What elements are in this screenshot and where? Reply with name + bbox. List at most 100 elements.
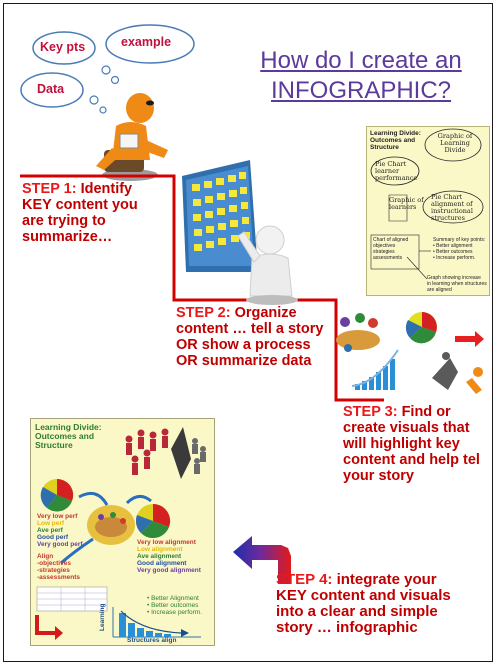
perf-level: Ave perf xyxy=(37,527,63,534)
bubble-example-label: example xyxy=(121,35,172,49)
sketch-note-line: Chart of aligned xyxy=(373,237,409,243)
step-4-label: STEP 4: xyxy=(276,571,333,588)
thumbnail-bullet: • Better outcomes xyxy=(147,602,199,609)
thought-bubbles xyxy=(20,24,195,114)
step-1-line: KEY content you xyxy=(22,197,138,213)
step-1-line: are trying to xyxy=(22,213,106,229)
thumbnail-bullet: • Increase perform. xyxy=(147,609,203,616)
step-1-line: summarize… xyxy=(22,229,113,245)
sketch-chart-box: Chart of aligned objectives strategies a… xyxy=(373,237,408,261)
thumbnail-heading: Learning Divide: Outcomes and Structure xyxy=(35,423,102,450)
step-4-text: STEP 4: integrate your KEY content and v… xyxy=(276,572,451,636)
thumbnail-graphics xyxy=(35,427,206,640)
sketch-pie-left: Pie Chart learner performance xyxy=(375,161,417,182)
page-title: How do I create an INFOGRAPHIC? xyxy=(236,46,486,106)
sketch-summary: Summary of key points: • Better alignmen… xyxy=(433,237,485,261)
sketch-note-line: Graphic of xyxy=(437,132,473,140)
step-4-line: story … infographic xyxy=(276,619,418,636)
title-line-2: INFOGRAPHIC? xyxy=(270,77,452,104)
step-4-line: into a clear and simple xyxy=(276,603,438,620)
thumbnail-heading-line: Outcomes and xyxy=(35,431,95,441)
sketch-note-line: • Better outcomes xyxy=(433,249,473,255)
sketch-note-line: assessments xyxy=(373,255,403,261)
step-2-line: content … tell a story xyxy=(176,321,324,337)
sketch-note-line: Graphic of xyxy=(389,196,424,204)
sketch-note-line: Graph showing increase xyxy=(427,275,481,281)
sketch-note-line: in learning when structures xyxy=(427,281,487,287)
infographic-frame xyxy=(3,3,493,662)
sketch-note-line: performance xyxy=(375,174,418,182)
bubble-key-pts xyxy=(32,31,96,65)
bubble-dot xyxy=(101,65,111,75)
thinking-figure-illustration xyxy=(96,93,168,181)
step-3-line: create visuals that xyxy=(343,420,470,436)
step-2-label: STEP 2: xyxy=(176,305,231,321)
thumbnail-axis-y: Learning xyxy=(99,603,106,631)
perf-level: Low perf xyxy=(37,520,65,527)
step-2-text: STEP 2: Organize content … tell a story … xyxy=(176,305,323,369)
align-list-line: -objectives xyxy=(37,560,71,567)
step-3-text: STEP 3: Find or create visuals that will… xyxy=(343,404,480,484)
sketch-note-line: • Better alignment xyxy=(433,243,473,249)
sketch-heading-line: Learning Divide: xyxy=(370,130,421,137)
sketch-note-line: structures xyxy=(431,214,465,222)
sketch-note-line: learner xyxy=(375,167,400,175)
sketch-note-line: alignment of xyxy=(431,200,473,208)
sketch-note-line: learners xyxy=(389,203,417,211)
sketch-heading: Learning Divide: Outcomes and Structure xyxy=(370,130,421,151)
thumbnail-heading-line: Structure xyxy=(35,440,73,450)
sketch-learners: Graphic of learners xyxy=(389,197,424,211)
bubble-dot xyxy=(110,75,120,85)
step-2-line: Organize xyxy=(234,305,297,321)
step-3-line: Find or xyxy=(401,404,451,420)
sketch-learning-divide: Graphic of Learning Divide xyxy=(435,133,475,154)
bubble-example xyxy=(105,24,195,64)
align-list: Align -objectives -strategies -assessmen… xyxy=(37,553,80,581)
step-1-line: Identify xyxy=(80,181,133,197)
align-level: Low alignment xyxy=(137,546,183,553)
thumbnail-axis-x: Structures align xyxy=(127,637,177,644)
align-level: Very low alignment xyxy=(137,539,196,546)
step-3-line: will highlight key xyxy=(343,436,460,452)
perf-level: Very good perf xyxy=(37,541,83,548)
sketch-pie-right: Pie Chart alignment of instructional str… xyxy=(431,194,473,222)
perf-level: Very low perf xyxy=(37,513,78,520)
step-4-line: KEY content and visuals xyxy=(276,587,451,604)
title-line-1: How do I create an xyxy=(260,47,462,74)
sketch-note-line: are aligned xyxy=(427,287,452,293)
step-1-text: STEP 1: Identify KEY content you are try… xyxy=(22,181,138,245)
thumbnail-bullets: • Better Alignment • Better outcomes • I… xyxy=(147,595,202,616)
align-level: Good alignment xyxy=(137,560,187,567)
u-turn-arrow-illustration xyxy=(233,536,291,584)
sketch-note-line: Summary of key points: xyxy=(433,237,486,243)
step-4-line: integrate your xyxy=(336,571,437,588)
thumbnail-heading-line: Learning Divide: xyxy=(35,422,102,432)
step-3-label: STEP 3: xyxy=(343,404,398,420)
bubble-data xyxy=(20,72,84,108)
step-3-line: your story xyxy=(343,468,414,484)
sketch-thumbnail: Learning Divide: Outcomes and Structure … xyxy=(366,126,490,296)
alignment-levels: Very low alignment Low alignment Ave ali… xyxy=(137,539,201,574)
step-2-line: OR summarize data xyxy=(176,353,312,369)
sketch-note-line: • Increase perform. xyxy=(433,255,476,261)
align-level: Ave alignment xyxy=(137,553,182,560)
sketch-note-line: instructional xyxy=(431,207,473,215)
visuals-illustration xyxy=(336,312,484,394)
performance-levels: Very low perf Low perf Ave perf Good per… xyxy=(37,513,83,548)
thumbnail-bullet: • Better Alignment xyxy=(147,595,199,602)
sketch-heading-line: Outcomes and xyxy=(370,137,416,144)
sketch-note-line: Pie Chart xyxy=(375,160,407,168)
sketch-note-line: Divide xyxy=(444,146,466,154)
align-list-line: -strategies xyxy=(37,567,70,574)
sketch-heading-line: Structure xyxy=(370,144,399,151)
step-3-line: content and help tel xyxy=(343,452,480,468)
sketch-note-line: objectives xyxy=(373,243,396,249)
bubble-dot xyxy=(89,95,99,105)
sticky-note-board-illustration xyxy=(182,160,298,305)
infographic-thumbnail: Learning Divide: Outcomes and Structure … xyxy=(30,418,215,646)
align-list-line: -assessments xyxy=(37,574,80,581)
sketch-lines xyxy=(370,128,484,280)
step-1-label: STEP 1: xyxy=(22,181,77,197)
sketch-graph-note: Graph showing increase in learning when … xyxy=(427,275,487,293)
